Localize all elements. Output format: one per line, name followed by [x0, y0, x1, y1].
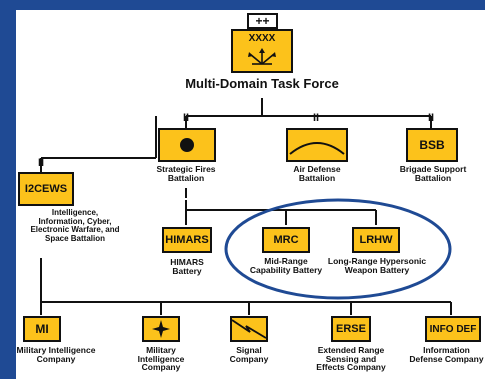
erse-echelon: I — [349, 302, 353, 314]
strategic-fires-label: Strategic Fires Battalion — [156, 164, 216, 183]
filled-circle-icon — [180, 138, 194, 152]
hq-echelon-box: ++ — [247, 13, 278, 29]
i2cews-symbol-text: I2CEWS — [24, 183, 68, 195]
lightning-bolt-icon — [232, 319, 266, 339]
himars-echelon: I — [184, 212, 188, 224]
i2cews-echelon: II — [37, 157, 45, 169]
mrc-symbol: MRC — [262, 227, 310, 253]
bsb-label: Brigade Support Battalion — [399, 164, 467, 183]
strategic-fires-echelon: II — [182, 112, 190, 124]
erse-label: Extended Range Sensing and Effects Compa… — [316, 345, 386, 372]
mi-co2-label: Military Intelligence Company — [137, 345, 185, 372]
bsb-symbol: BSB — [406, 128, 458, 162]
mrc-echelon: I — [284, 212, 288, 224]
mi-co2-echelon: I — [159, 302, 163, 314]
multidomain-icon — [248, 48, 276, 65]
hq-echelon: ++ — [255, 14, 270, 28]
info-def-symbol: INFO DEF — [425, 316, 481, 342]
signal-label: Signal Company — [229, 345, 269, 364]
i2cews-symbol: I2CEWS — [18, 172, 74, 206]
hq-size-marker: XXXX — [248, 33, 276, 44]
connector-lines — [40, 98, 452, 315]
highlight-ellipse — [224, 198, 452, 300]
strategic-fires-symbol — [158, 128, 216, 162]
lrhw-label: Long-Range Hypersonic Weapon Battery — [327, 256, 427, 275]
info-def-label: Information Defense Company — [409, 345, 484, 364]
lrhw-symbol-text: LRHW — [359, 234, 393, 246]
himars-symbol-text: HIMARS — [165, 234, 209, 246]
mi-label: Military Intelligence Company — [16, 345, 96, 364]
bsb-echelon: II — [427, 112, 435, 124]
mi-symbol: MI — [23, 316, 61, 342]
i2cews-label: Intelligence, Information, Cyber, Electr… — [30, 208, 120, 243]
himars-label: HIMARS Battery — [170, 257, 204, 276]
mi-co2-symbol — [142, 316, 180, 342]
signal-symbol — [230, 316, 268, 342]
himars-symbol: HIMARS — [162, 227, 212, 253]
signal-echelon: I — [247, 302, 251, 314]
hq-title: Multi-Domain Task Force — [185, 76, 339, 91]
lrhw-symbol: LRHW — [352, 227, 400, 253]
erse-symbol-text: ERSE — [336, 323, 366, 335]
mrc-label: Mid-Range Capability Battery — [249, 256, 323, 275]
erse-symbol: ERSE — [331, 316, 371, 342]
info-def-echelon: I — [449, 302, 453, 314]
hq-symbol: XXXX — [231, 29, 293, 73]
mi-symbol-text: MI — [35, 322, 49, 336]
four-point-star-icon — [152, 320, 170, 338]
bsb-symbol-text: BSB — [419, 138, 445, 152]
mi-echelon: I — [39, 302, 43, 314]
lrhw-echelon: I — [374, 212, 378, 224]
air-defense-label: Air Defense Battalion — [293, 164, 341, 183]
info-def-symbol-text: INFO DEF — [429, 323, 477, 335]
air-defense-echelon: II — [312, 112, 320, 124]
mrc-symbol-text: MRC — [273, 234, 299, 246]
org-chart-canvas: ++ XXXX Multi-Domain Task Force II Strat… — [16, 10, 485, 379]
air-defense-symbol — [286, 128, 348, 162]
dome-icon — [289, 142, 345, 155]
